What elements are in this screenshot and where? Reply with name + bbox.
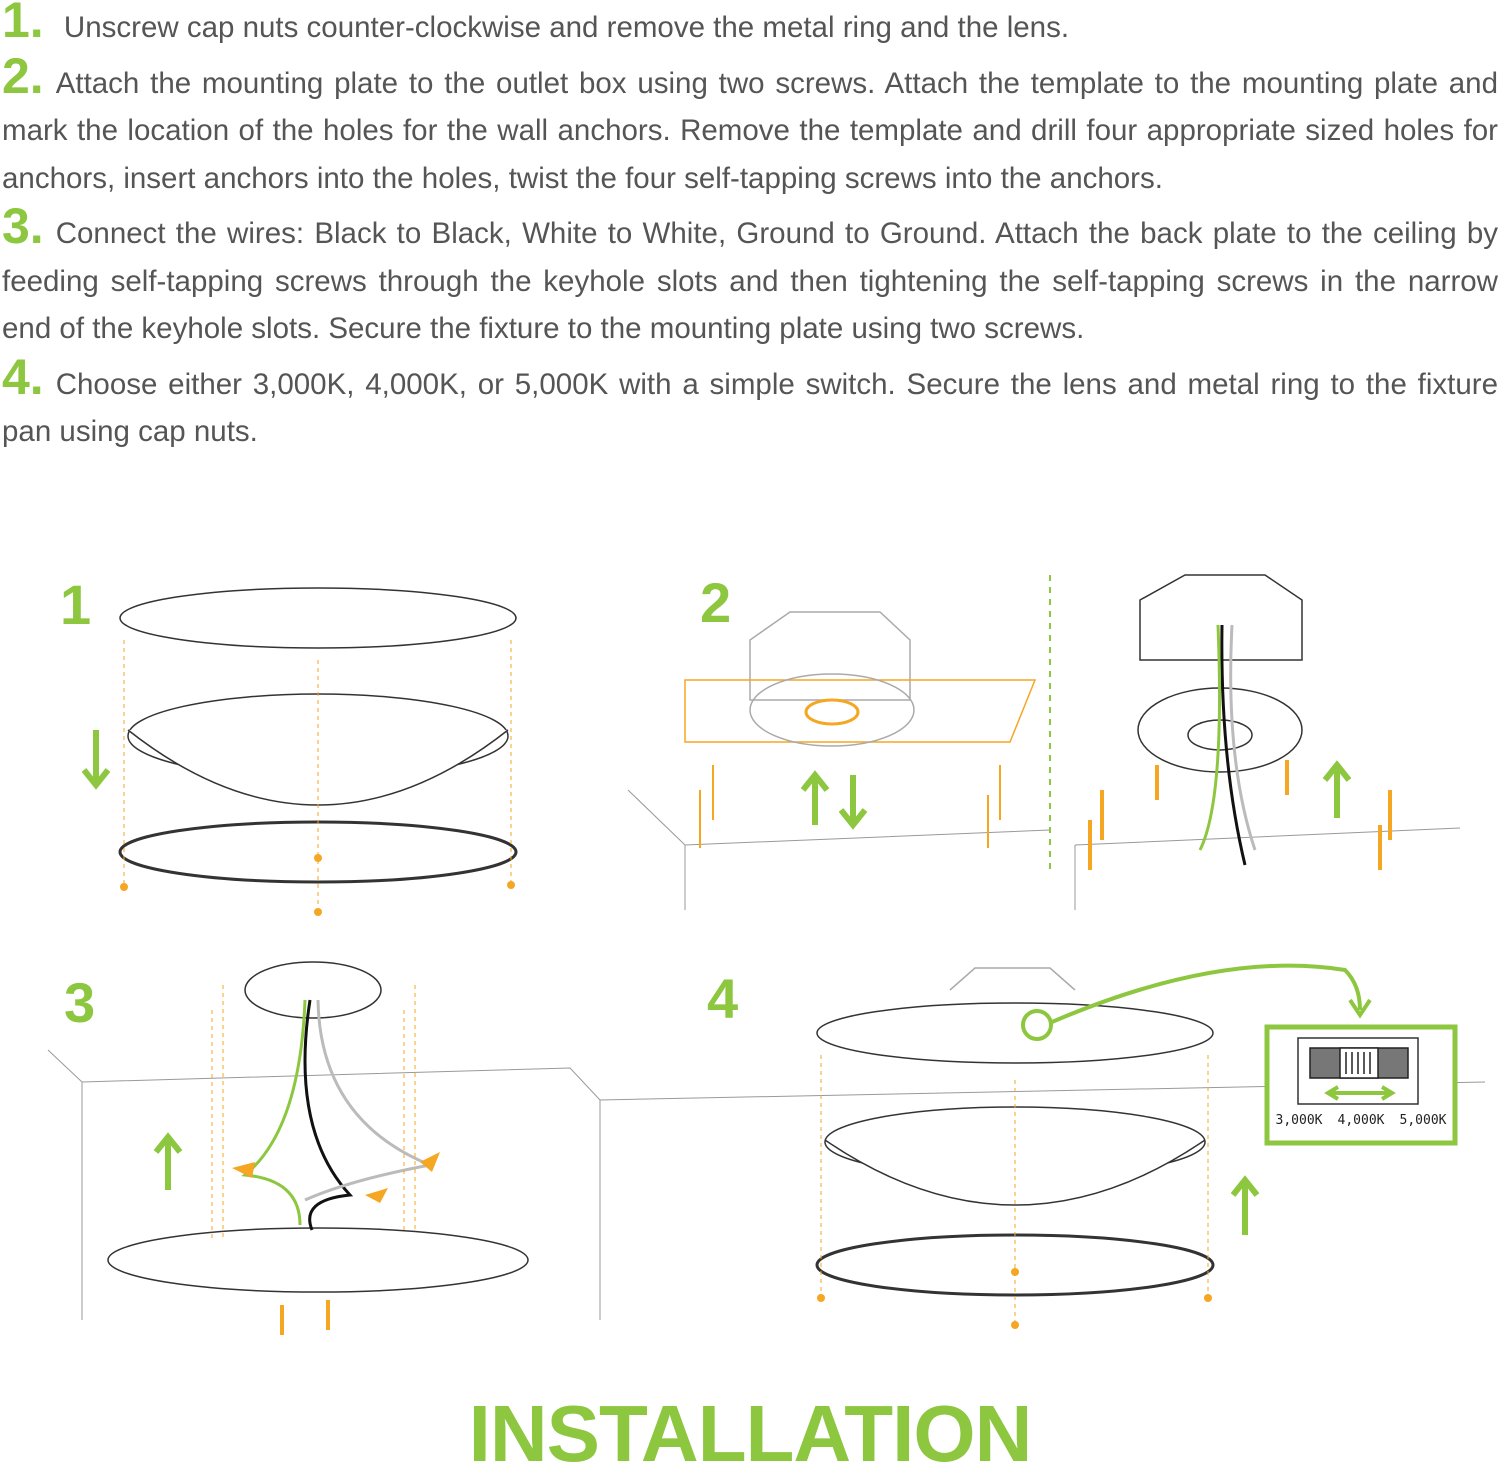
switch-option: 3,000K — [1275, 1113, 1323, 1128]
step-1: 1. Unscrew cap nuts counter-clockwise an… — [2, 0, 1498, 52]
panel-label-4: 4 — [707, 967, 739, 1030]
switch-option-labels: 3,000K 4,000K 5,000K — [1268, 1113, 1454, 1128]
arrow-up-icon — [800, 770, 830, 825]
panel-label-3: 3 — [64, 971, 96, 1034]
step-4: 4.Choose either 3,000K, 4,000K, or 5,000… — [2, 352, 1498, 456]
step-number: 1. — [2, 0, 44, 48]
step-text: Unscrew cap nuts counter-clockwise and r… — [63, 11, 1070, 44]
mounting-plate — [244, 961, 382, 1019]
mounting-plate — [749, 673, 915, 747]
step-number: 3. — [2, 198, 44, 254]
step-3: 3.Connect the wires: Black to Black, Whi… — [2, 201, 1498, 353]
arrow-down-icon — [838, 775, 868, 830]
fixture-pan — [107, 1227, 529, 1293]
panel-2-illustration — [627, 574, 1461, 910]
arrow-up-icon — [153, 1132, 183, 1190]
cap-nuts — [120, 854, 515, 916]
switch-option: 5,000K — [1399, 1113, 1447, 1128]
instruction-steps: 1. Unscrew cap nuts counter-clockwise an… — [2, 0, 1498, 460]
arrow-up-icon — [1230, 1175, 1260, 1235]
template — [684, 679, 1037, 743]
panel-1-illustration — [81, 587, 518, 916]
step-number: 4. — [2, 348, 44, 405]
panel-label-1: 1 — [60, 573, 92, 636]
step-number: 2. — [2, 47, 44, 104]
step-2: 2.Attach the mounting plate to the outle… — [2, 51, 1498, 203]
outlet-box — [1139, 574, 1303, 661]
panel-4-illustration — [599, 963, 1486, 1329]
wire-nuts — [232, 1152, 440, 1203]
fixture-pan — [119, 587, 517, 649]
double-arrow-icon — [1324, 1085, 1396, 1101]
wall-anchors — [699, 765, 1001, 848]
step-text: Attach the mounting plate to the outlet … — [2, 66, 1498, 195]
panel-label-2: 2 — [700, 571, 732, 634]
step-text: Choose either 3,000K, 4,000K, or 5,000K … — [2, 367, 1498, 449]
step-text: Connect the wires: Black to Black, White… — [2, 217, 1498, 345]
page-title: INSTALLATION — [468, 1389, 1033, 1478]
outlet-box — [749, 611, 911, 701]
arrow-down-icon — [81, 730, 111, 790]
switch-option: 4,000K — [1337, 1113, 1385, 1128]
arrow-up-icon — [1322, 760, 1352, 818]
fixture-pan — [816, 1002, 1214, 1064]
panel-3-illustration — [47, 961, 601, 1335]
screws — [1088, 760, 1392, 870]
